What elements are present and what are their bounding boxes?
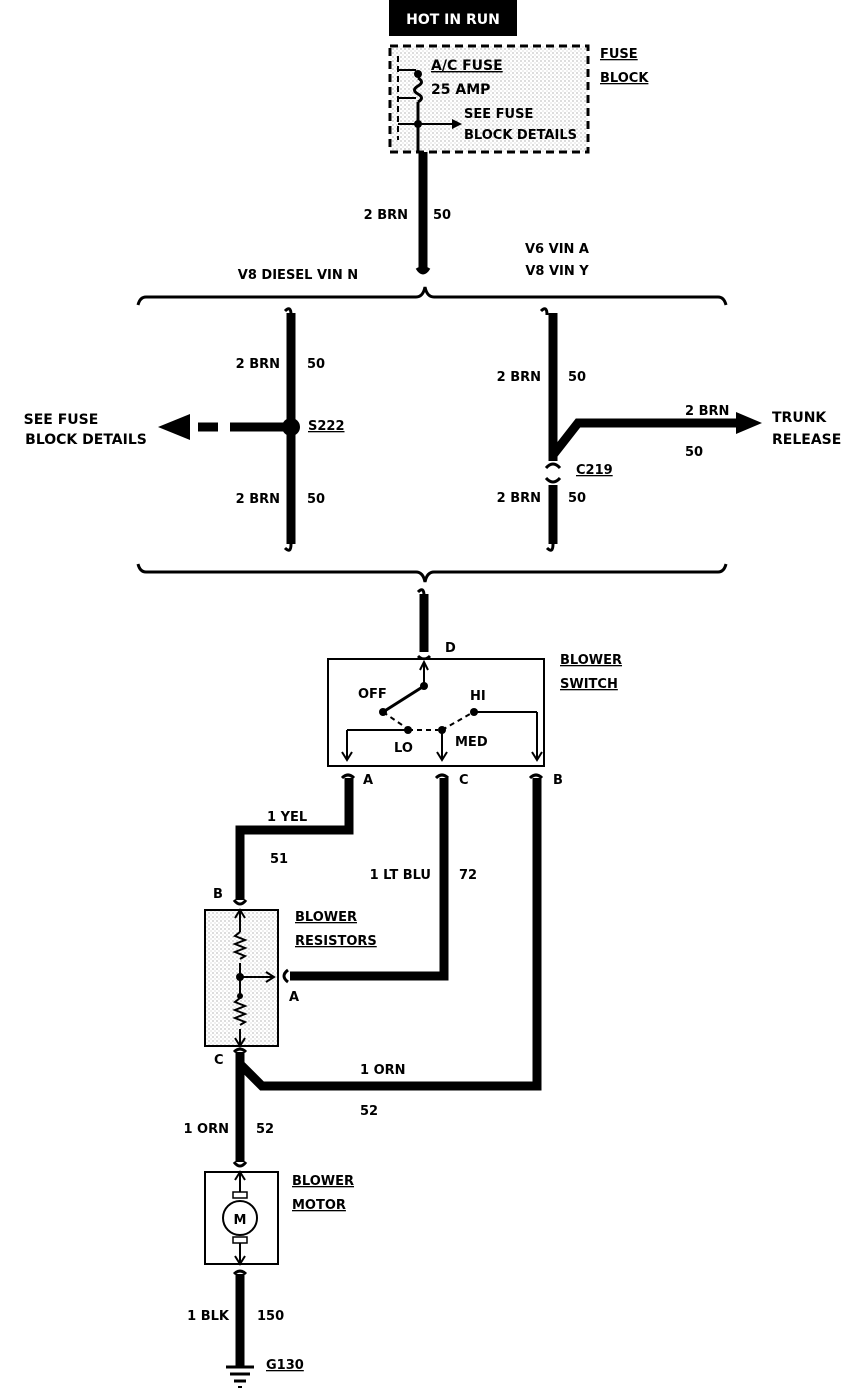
splice-ref-line2: BLOCK DETAILS: [25, 432, 147, 448]
wire-ltblu: [290, 778, 449, 981]
power-source-label: HOT IN RUN: [406, 12, 500, 28]
blk-circuit: 150: [257, 1309, 284, 1324]
blk-gauge: 1 BLK: [187, 1309, 230, 1324]
fuse-block-title-1: FUSE: [600, 47, 638, 62]
right-upper-circuit: 50: [568, 370, 586, 385]
switch-pin-c: C: [459, 773, 469, 788]
resistors-title-2: RESISTORS: [295, 934, 377, 949]
wire-orn-horizontal: [236, 778, 542, 1091]
left-upper-gauge: 2 BRN: [236, 357, 280, 372]
left-lower-gauge: 2 BRN: [236, 492, 280, 507]
ltblu-gauge: 1 LT BLU: [370, 868, 431, 883]
orn-horizontal-gauge: 1 ORN: [360, 1063, 406, 1078]
main-feed-gauge: 2 BRN: [364, 208, 408, 223]
resistor-lower: [232, 997, 248, 1026]
blower-motor: M: [204, 1170, 279, 1266]
motor-symbol: M: [234, 1213, 247, 1228]
right-branch-title-1: V6 VIN A: [525, 242, 589, 257]
blower-resistors: [204, 908, 279, 1048]
switch-title-1: BLOWER: [560, 653, 622, 668]
fuse-block: A/C FUSE 25 AMP SEE FUSE BLOCK DETAILS: [388, 44, 590, 154]
motor-title-1: BLOWER: [292, 1174, 354, 1189]
trunk-release-line2: RELEASE: [772, 432, 841, 448]
orn-horizontal-circuit: 52: [360, 1104, 378, 1119]
ltblu-circuit: 72: [459, 868, 477, 883]
orn-motor-gauge: 1 ORN: [183, 1122, 229, 1137]
switch-blade: [382, 684, 425, 714]
connector-id: C219: [576, 463, 613, 478]
motor-icon: [222, 1200, 258, 1236]
ground-icon: [226, 1365, 254, 1388]
splice-dot: [282, 418, 300, 436]
switch-pos-hi: HI: [470, 689, 486, 704]
wire-trunk-release: [549, 418, 738, 458]
switch-pos-off: OFF: [358, 687, 387, 702]
fuse-block-title-2: BLOCK: [600, 71, 649, 86]
wire-yel: [235, 778, 354, 900]
trunk-release-line1: TRUNK: [772, 410, 827, 426]
fuse-arrow-icon: [452, 119, 462, 129]
trunk-circuit: 50: [685, 445, 703, 460]
left-branch-title: V8 DIESEL VIN N: [238, 268, 358, 283]
right-lower-gauge: 2 BRN: [497, 491, 541, 506]
switch-pin-a: A: [363, 773, 373, 788]
splice-arrow-icon: [158, 414, 190, 440]
bottom-brace: [136, 563, 728, 583]
left-lower-circuit: 50: [307, 492, 325, 507]
resistors-pin-c: C: [214, 1053, 224, 1068]
switch-pin-d: D: [445, 641, 456, 656]
top-brace: [136, 286, 728, 306]
yel-gauge: 1 YEL: [267, 810, 307, 825]
fuse-name: A/C FUSE: [431, 58, 503, 74]
motor-title-2: MOTOR: [292, 1198, 346, 1213]
fuse-details-line1: SEE FUSE: [464, 107, 533, 122]
resistors-title-1: BLOWER: [295, 910, 357, 925]
right-upper-gauge: 2 BRN: [497, 370, 541, 385]
main-feed-circuit: 50: [433, 208, 451, 223]
blower-switch: OFF LO MED HI: [327, 658, 545, 767]
switch-pos-lo: LO: [394, 741, 413, 756]
right-branch-title-2: V8 VIN Y: [525, 264, 589, 279]
resistors-pin-a: A: [289, 990, 299, 1005]
splice-ref-line1: SEE FUSE: [24, 412, 99, 428]
connector-c219-bottom: [544, 476, 562, 484]
ground-id: G130: [266, 1358, 304, 1373]
splice-id: S222: [308, 419, 345, 434]
hot-in-run-box: [389, 0, 517, 36]
right-lower-circuit: 50: [568, 491, 586, 506]
connector-c219-top: [544, 462, 562, 470]
yel-circuit: 51: [270, 852, 288, 867]
fuse-details-line2: BLOCK DETAILS: [464, 128, 577, 143]
orn-motor-circuit: 52: [256, 1122, 274, 1137]
resistor-upper: [232, 931, 248, 960]
resistors-pin-b: B: [213, 887, 223, 902]
fuse-rating: 25 AMP: [431, 82, 490, 98]
switch-title-2: SWITCH: [560, 677, 618, 692]
trunk-gauge: 2 BRN: [685, 404, 729, 419]
switch-pos-med: MED: [455, 735, 488, 750]
left-upper-circuit: 50: [307, 357, 325, 372]
switch-pin-b: B: [553, 773, 563, 788]
trunk-arrow-icon: [736, 412, 762, 434]
